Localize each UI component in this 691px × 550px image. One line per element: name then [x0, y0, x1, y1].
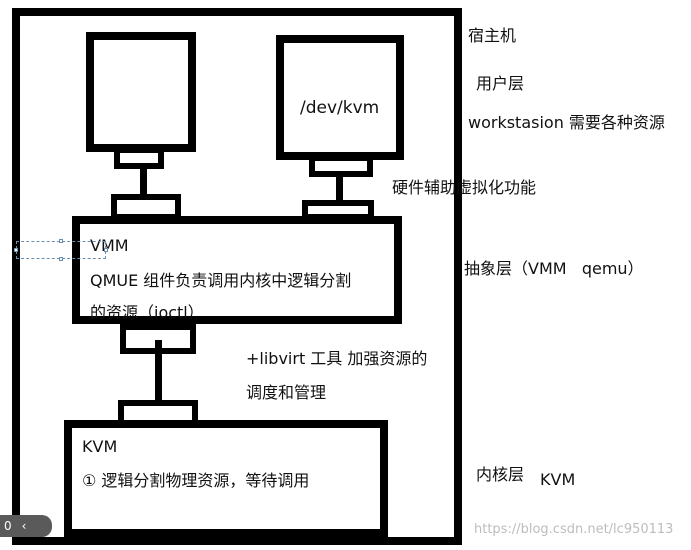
kvm-title: KVM [82, 437, 118, 456]
viewer-badge: 0 [4, 519, 12, 533]
connector-block-right-top [309, 155, 373, 177]
chevron-left-icon[interactable]: ‹ [21, 519, 27, 533]
kvm-description: ① 逻辑分割物理资源，等待调用 [82, 471, 310, 490]
vmm-box [72, 216, 402, 324]
vmm-description-line1: QMUE 组件负责调用内核中逻辑分割 [90, 271, 352, 290]
connector-block-left-top [114, 147, 164, 169]
workstation-note: workstasion 需要各种资源 [468, 113, 665, 132]
vmm-description-line2: 的资源（ioctl） [90, 303, 204, 322]
connector-line-vmm-kvm [155, 340, 162, 404]
kernel-kvm-label: KVM [540, 470, 576, 489]
user-layer-label: 用户层 [476, 74, 525, 93]
selection-handle-left[interactable] [14, 248, 18, 252]
kernel-layer-label: 内核层 [476, 465, 525, 484]
host-label: 宿主机 [468, 26, 517, 45]
libvirt-note-line2: 调度和管理 [246, 383, 327, 402]
selection-handle-right[interactable] [104, 248, 108, 252]
user-process-box-left [86, 32, 196, 152]
selection-handle-middle[interactable] [59, 239, 63, 243]
abstraction-layer-label: 抽象层（VMM qemu） [464, 259, 644, 278]
devkvm-label: /dev/kvm [300, 98, 380, 118]
connector-line-right-top [336, 176, 343, 202]
connector-line-left-top [140, 168, 147, 196]
host-frame [12, 8, 462, 545]
selection-handle-bottom[interactable] [59, 257, 63, 261]
hw-assist-label: 硬件辅助虚拟化功能 [392, 178, 537, 197]
vmm-title: VMM [90, 236, 129, 255]
viewer-nav-chip[interactable]: 0 ‹ [0, 515, 52, 537]
watermark-url: https://blog.csdn.net/lc950113 [474, 522, 674, 537]
libvirt-note-line1: +libvirt 工具 加强资源的 [246, 349, 428, 368]
kvm-box [64, 420, 388, 537]
